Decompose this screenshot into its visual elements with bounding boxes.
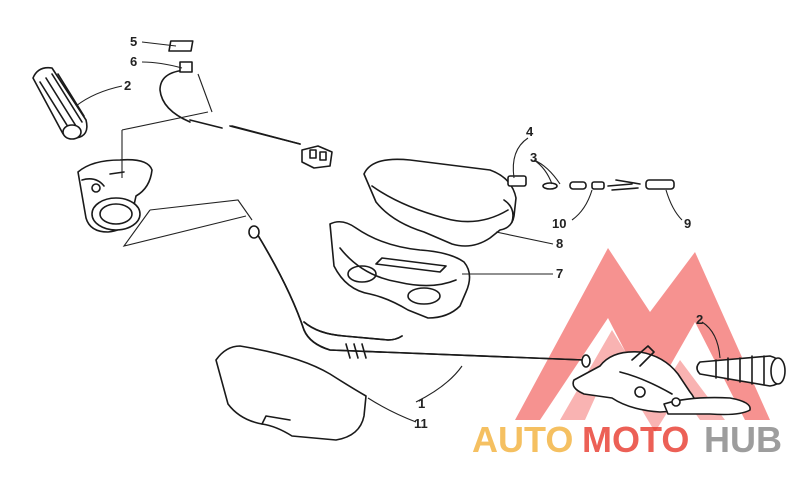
callout-4: 4 <box>526 124 534 139</box>
switch-housing-left <box>77 158 153 233</box>
grip-left <box>32 66 88 140</box>
watermark-brand-text: AUTO MOTO HUB <box>472 419 782 460</box>
callout-9: 9 <box>684 216 691 231</box>
callout-11: 11 <box>414 416 428 431</box>
handlebar-pad-cover-8 <box>363 158 517 247</box>
leader-lines <box>75 41 721 423</box>
assembly-bracket-left <box>121 111 253 247</box>
callout-5: 5 <box>130 34 137 49</box>
callout-6: 6 <box>130 54 137 69</box>
watermark-hub: HUB <box>704 419 782 460</box>
callout-3: 3 <box>530 150 537 165</box>
callout-1: 1 <box>418 396 425 411</box>
callout-2-right: 2 <box>696 312 703 327</box>
grip-right <box>696 355 786 387</box>
throttle-housing-right <box>572 345 751 416</box>
part-5-pad <box>168 40 194 52</box>
callout-2-left: 2 <box>124 78 131 93</box>
handlebar-1 <box>248 225 591 368</box>
foam-pad-7 <box>329 220 471 319</box>
callout-8: 8 <box>556 236 563 251</box>
callout-7: 7 <box>556 266 563 281</box>
callout-10: 10 <box>552 216 566 231</box>
watermark-moto: MOTO <box>582 419 689 460</box>
wire-harness-6 <box>159 61 333 169</box>
small-wire-set <box>507 175 675 191</box>
callout-numbers: 5 6 2 4 3 8 7 10 9 2 1 11 <box>124 34 703 431</box>
lower-cover-11 <box>215 345 367 441</box>
watermark-auto: AUTO <box>472 419 573 460</box>
